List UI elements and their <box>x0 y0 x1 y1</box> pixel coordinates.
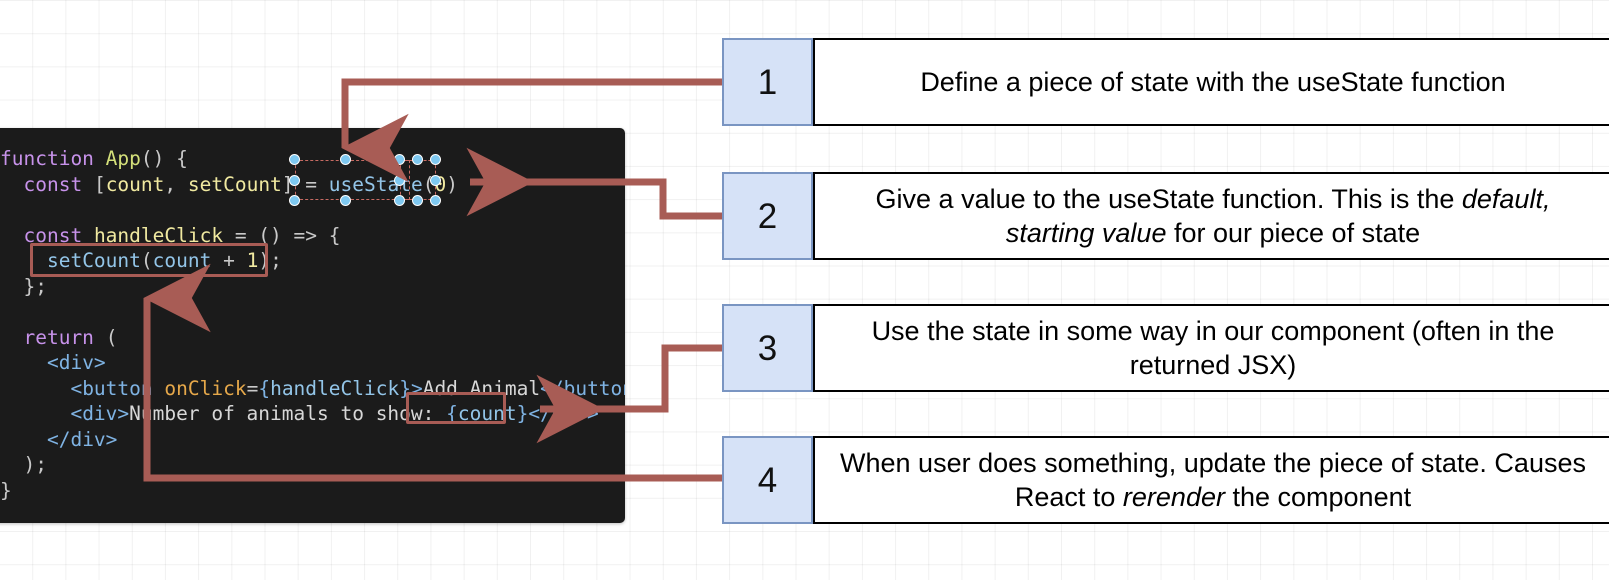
selection-rect-usestate[interactable] <box>295 160 410 200</box>
selection-handle-sw[interactable] <box>289 195 300 206</box>
selection-handle-s2[interactable] <box>412 195 423 206</box>
selection-handle-n2[interactable] <box>412 154 423 165</box>
step-text-2: Give a value to the useState function. T… <box>813 172 1609 260</box>
step-text-3: Use the state in some way in our compone… <box>813 304 1609 392</box>
step-2-before: Give a value to the useState function. T… <box>875 184 1462 214</box>
selection-handle-s[interactable] <box>340 195 351 206</box>
selection-handle-w[interactable] <box>289 175 300 186</box>
selection-handle-se2[interactable] <box>430 195 441 206</box>
step-row-2[interactable]: 2 Give a value to the useState function.… <box>722 172 1609 260</box>
selection-handle-ne[interactable] <box>394 154 405 165</box>
step-text-2-content: Give a value to the useState function. T… <box>829 182 1597 250</box>
step-row-4[interactable]: 4 When user does something, update the p… <box>722 436 1609 524</box>
step-text-4-content: When user does something, update the pie… <box>829 446 1597 514</box>
step-row-3[interactable]: 3 Use the state in some way in our compo… <box>722 304 1609 392</box>
selection-handle-se[interactable] <box>394 195 405 206</box>
step-text-3-content: Use the state in some way in our compone… <box>871 316 1555 380</box>
step-4-after: the component <box>1224 482 1412 512</box>
step-4-before: When user does something, update the pie… <box>840 448 1586 512</box>
step-text-4: When user does something, update the pie… <box>813 436 1609 524</box>
selection-handle-e2[interactable] <box>430 175 441 186</box>
step-number-4: 4 <box>722 436 813 524</box>
step-text-1: Define a piece of state with the useStat… <box>813 38 1609 126</box>
selection-handle-nw[interactable] <box>289 154 300 165</box>
selection-handle-e[interactable] <box>394 175 405 186</box>
step-2-emphasis: default, starting value <box>1005 184 1551 248</box>
step-4-emphasis: rerender <box>1122 482 1225 512</box>
step-number-1: 1 <box>722 38 813 126</box>
step-number-2: 2 <box>722 172 813 260</box>
step-2-after: for our piece of state <box>1166 218 1421 248</box>
selection-handle-n[interactable] <box>340 154 351 165</box>
step-row-1[interactable]: 1 Define a piece of state with the useSt… <box>722 38 1609 126</box>
step-number-3: 3 <box>722 304 813 392</box>
selection-handle-ne2[interactable] <box>430 154 441 165</box>
step-text-1-content: Define a piece of state with the useStat… <box>920 67 1506 97</box>
